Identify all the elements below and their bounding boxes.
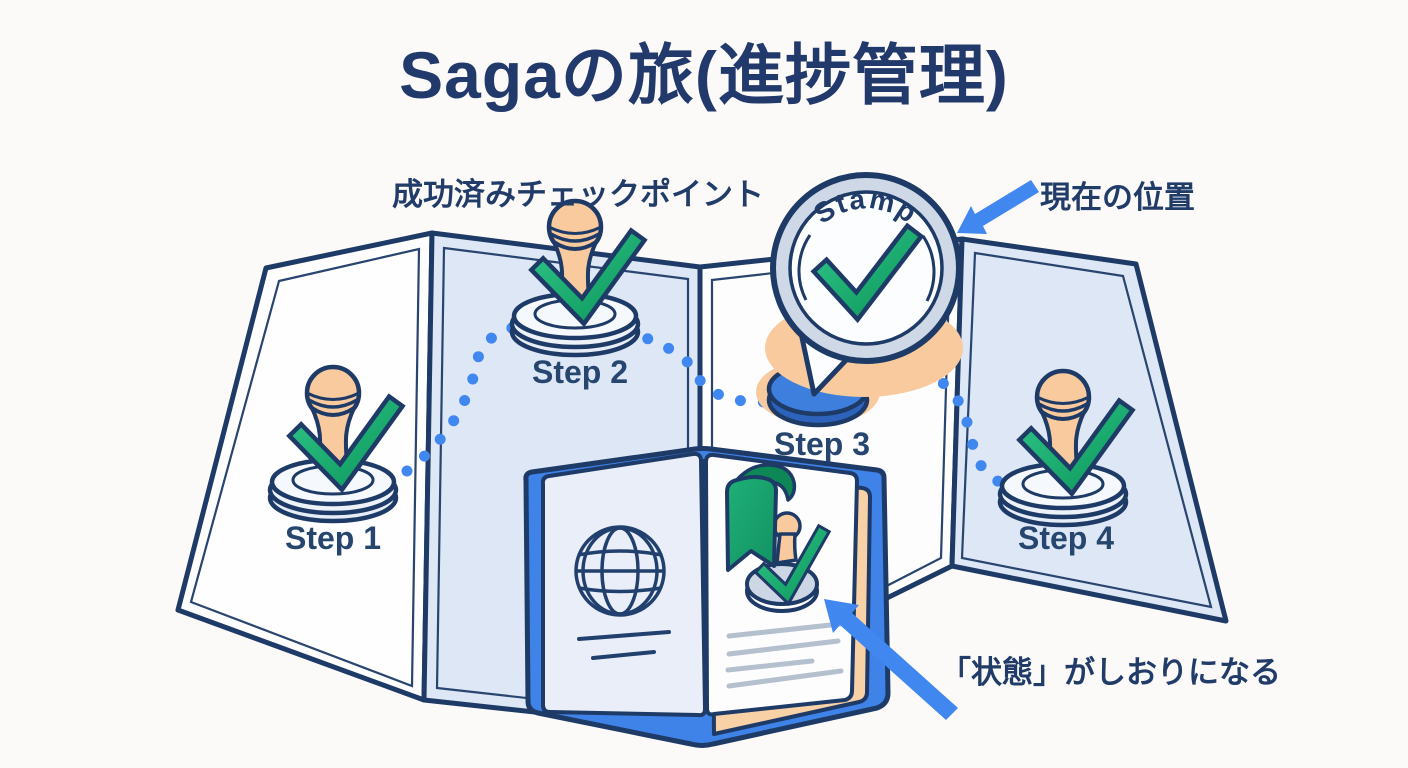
left-page-text-lines [577, 630, 671, 660]
passport-stamp-icon [745, 511, 832, 613]
bookmark-arrow-icon [824, 599, 958, 720]
step2-label: Step 2 [531, 354, 629, 390]
success-checkpoint-label: 成功済みチェックポイント [392, 177, 764, 212]
page-title: Sagaの旅(進捗管理) [399, 38, 1009, 112]
step4-label: Step 4 [1017, 520, 1115, 556]
bookmark-ribbon-icon [725, 463, 797, 572]
step1-label: Step 1 [284, 520, 382, 556]
current-position-arrow-icon [957, 180, 1039, 234]
step3-label: Step 3 [773, 426, 871, 462]
state-bookmark-label: 「状態」がしおりになる [940, 655, 1281, 690]
right-page-text-lines [725, 621, 844, 689]
current-position-label: 現在の位置 [1040, 180, 1195, 215]
seal-check-icon [810, 222, 925, 324]
magnifier-stamp-seal: Stamp [765, 172, 963, 397]
globe-icon [574, 525, 666, 617]
passport-left-page [540, 451, 707, 718]
route-dotted-path [382, 317, 1051, 500]
passport-illustration [523, 446, 891, 748]
map-panel-4 [949, 236, 1229, 624]
